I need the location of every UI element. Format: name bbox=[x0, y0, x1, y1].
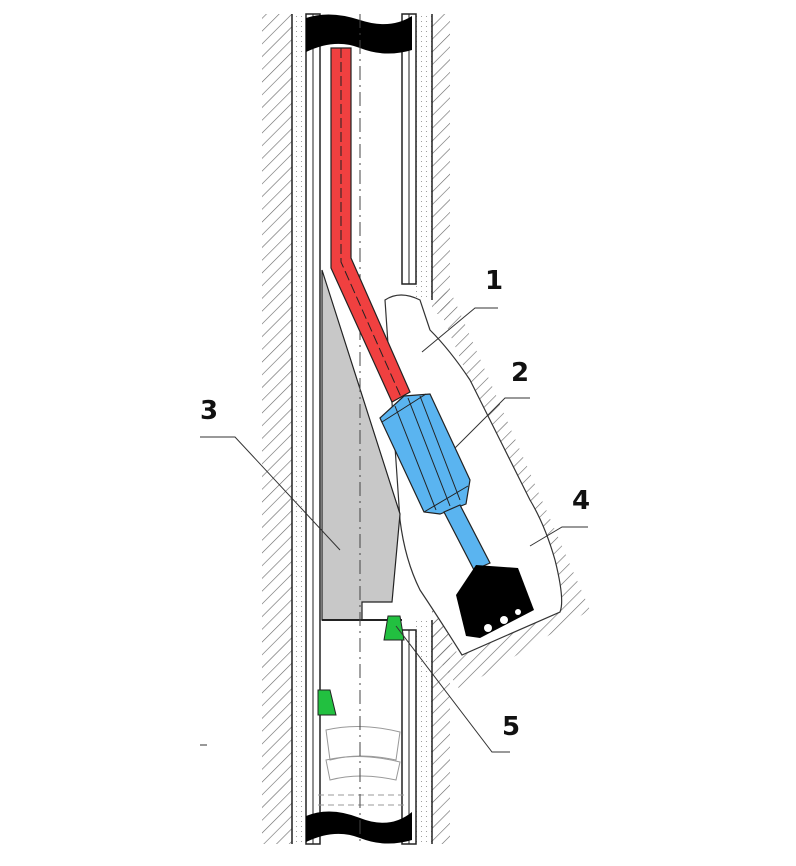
sidetrack-formation bbox=[432, 290, 590, 690]
leader-2 bbox=[454, 397, 530, 449]
cement-left bbox=[292, 14, 306, 844]
callout-5: 5 bbox=[502, 712, 521, 742]
formation-right bbox=[432, 14, 450, 314]
top-cut-mark bbox=[306, 14, 412, 54]
leader-4 bbox=[529, 526, 588, 547]
formation-left bbox=[262, 14, 292, 844]
callout-2: 2 bbox=[511, 358, 530, 388]
sidetrack-borehole bbox=[384, 294, 563, 656]
mud-motor bbox=[379, 393, 471, 515]
callout-4: 4 bbox=[572, 486, 591, 516]
leader-1 bbox=[421, 307, 498, 353]
drill-pipe bbox=[330, 47, 411, 403]
cement-right-lower bbox=[416, 620, 432, 844]
cement-right bbox=[416, 14, 432, 300]
drill-bit bbox=[456, 565, 534, 638]
leader-3 bbox=[200, 436, 341, 551]
leader-5 bbox=[395, 625, 510, 753]
bottom-cut-mark bbox=[306, 811, 412, 844]
callout-3: 3 bbox=[200, 396, 219, 426]
motor-shaft bbox=[443, 504, 491, 571]
anchor-slip-left bbox=[317, 689, 337, 716]
leader-lines bbox=[200, 307, 588, 753]
callout-1: 1 bbox=[485, 266, 504, 296]
anchor-slip-right bbox=[383, 615, 405, 641]
